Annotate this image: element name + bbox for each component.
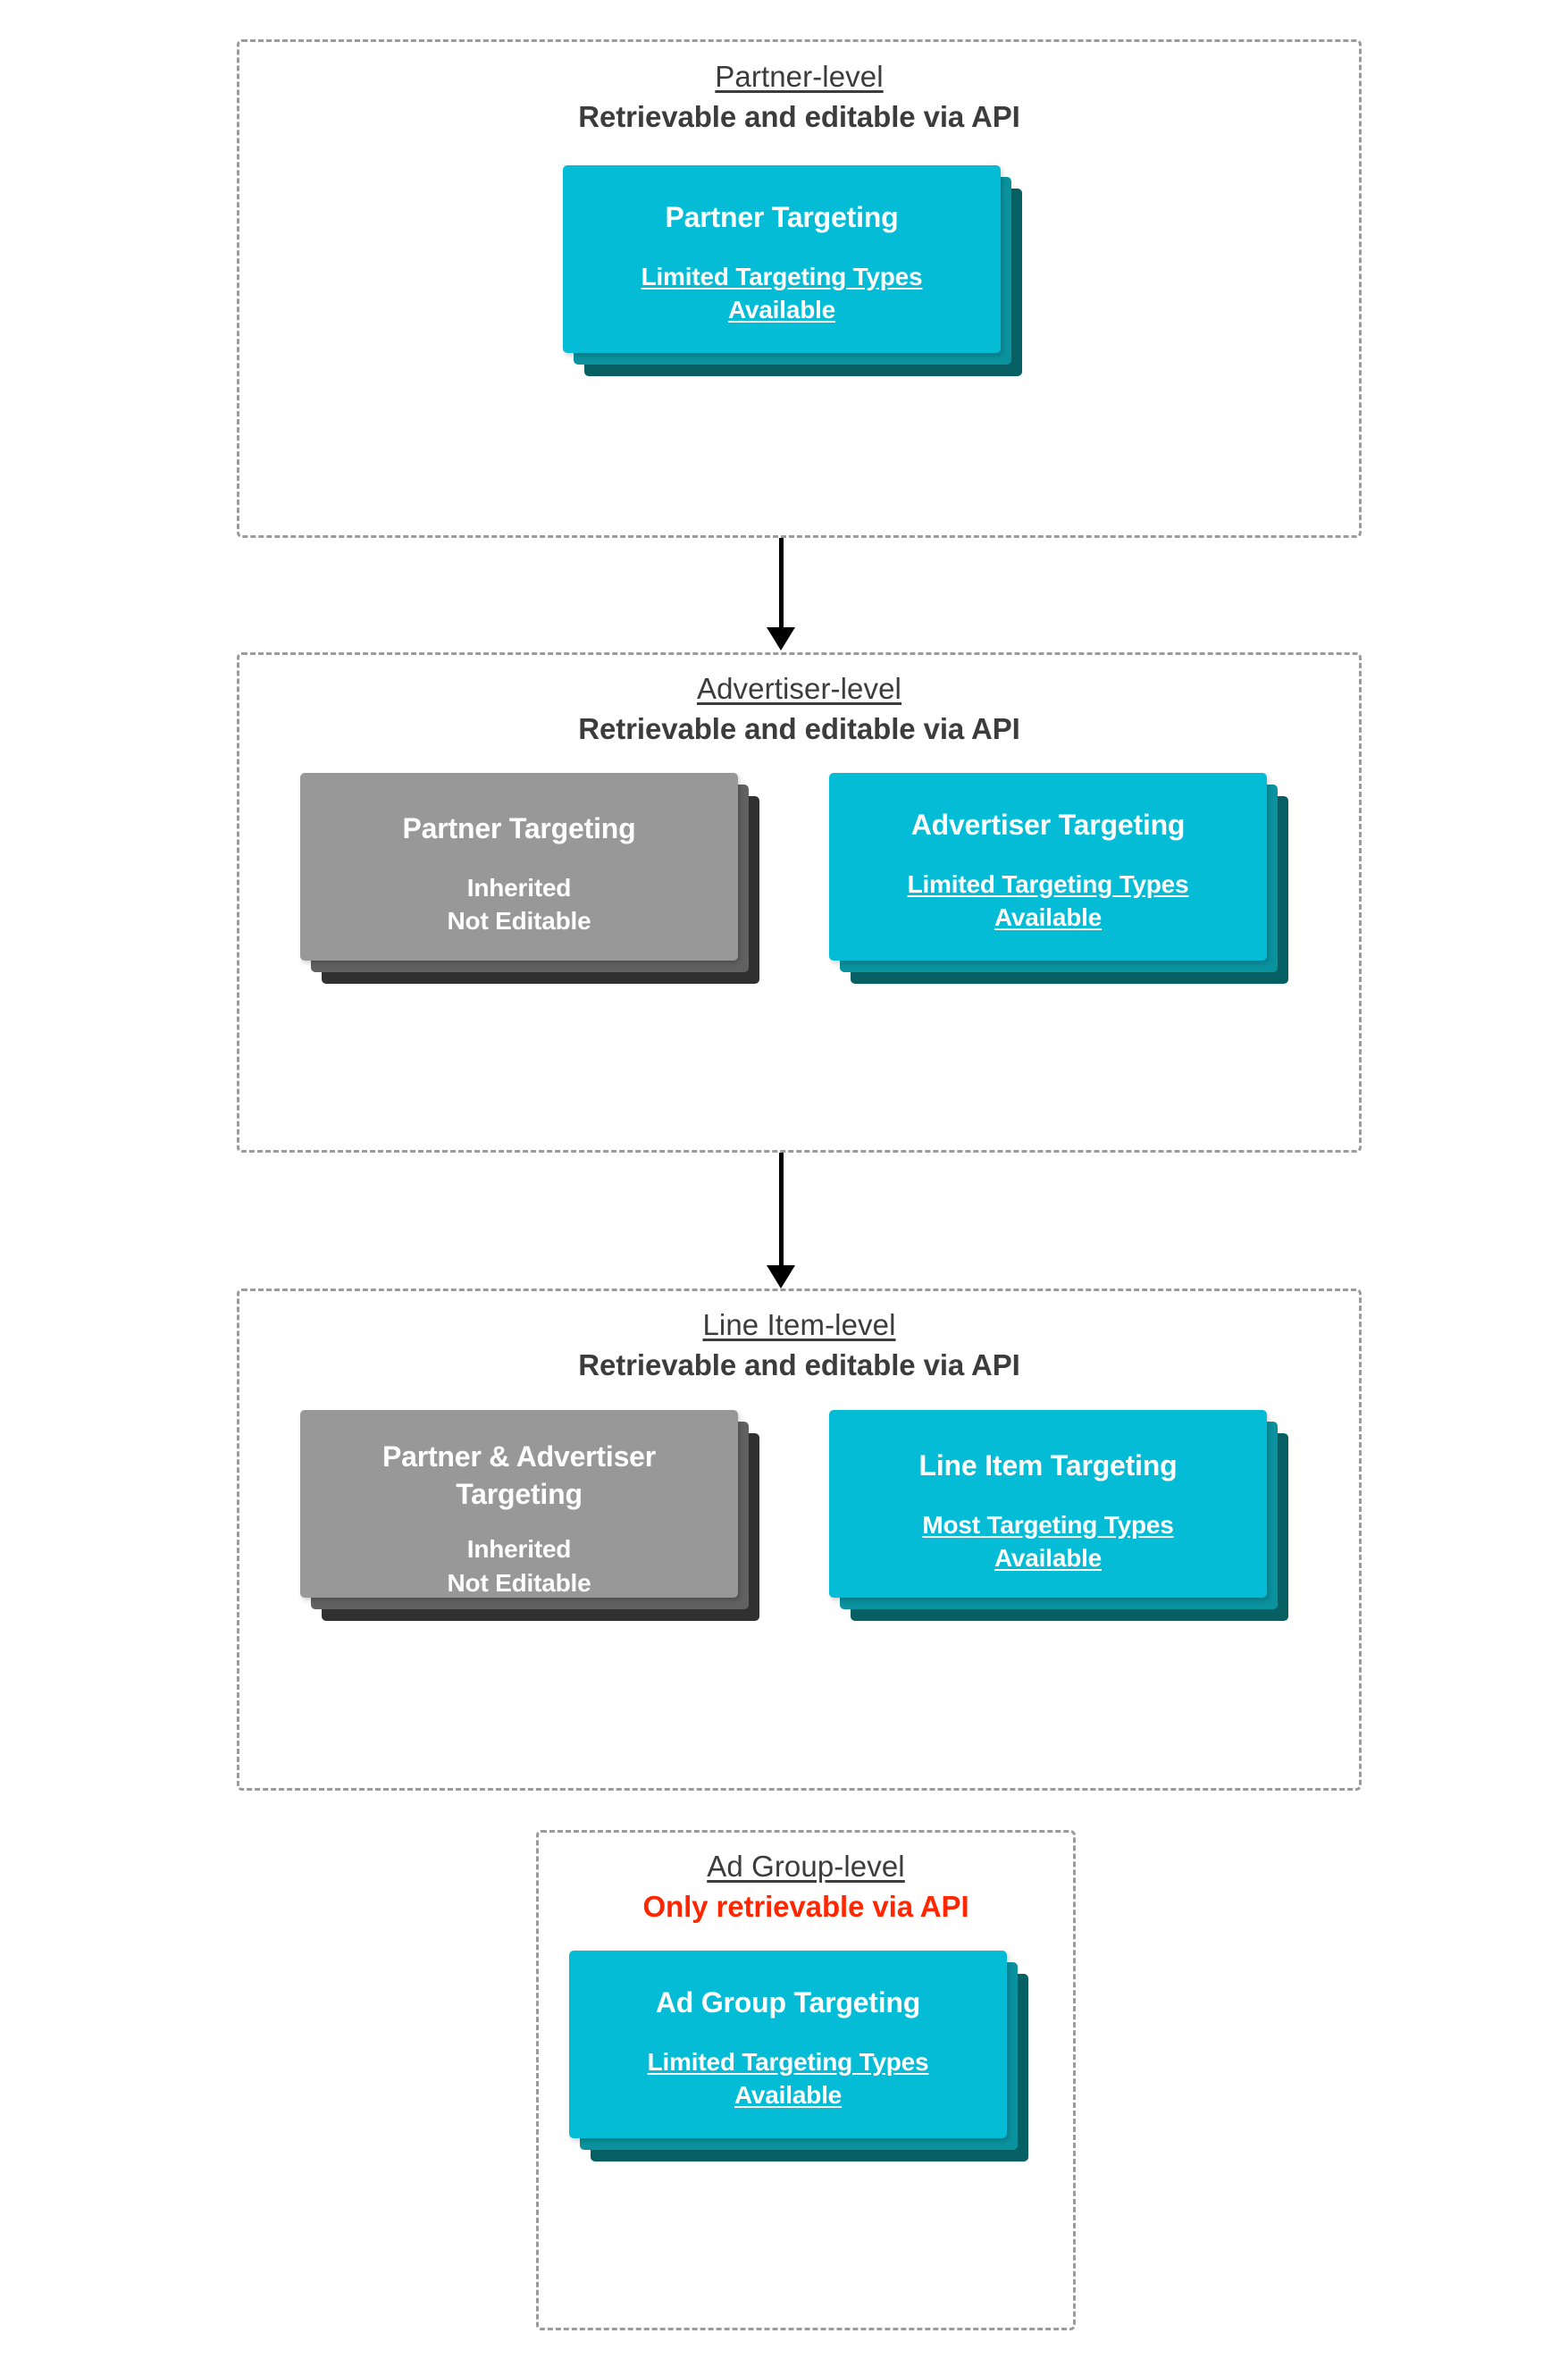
card-front-advertiser-targeting[interactable]: Advertiser Targeting Limited Targeting T… [829,773,1267,961]
card-title: Advertiser Targeting [910,809,1186,841]
arrow-shaft [778,538,784,627]
level-title-advertiser: Advertiser-level [696,672,901,705]
card-subtitle-line2: Available [727,296,836,324]
level-header-partner: Partner-level Retrievable and editable v… [239,58,1359,135]
card-title: Partner & Advertiser Targeting [382,1440,657,1510]
level-box-line-item: Line Item-level Retrievable and editable… [237,1288,1362,1791]
level-title-partner: Partner-level [715,60,884,93]
level-title-line-item: Line Item-level [702,1308,896,1341]
card-subtitle-line1: Limited Targeting Types [641,262,923,290]
level-access-partner: Retrievable and editable via API [578,99,1020,133]
card-subtitle-line2: Not Editable [447,907,591,936]
level-access-ad-group: Only retrievable via API [642,1889,969,1923]
card-front-ad-group-targeting[interactable]: Ad Group Targeting Limited Targeting Typ… [569,1951,1007,2138]
arrow-head-icon [767,627,795,651]
level-header-advertiser: Advertiser-level Retrievable and editabl… [239,670,1359,747]
level-title-ad-group: Ad Group-level [707,1850,905,1883]
card-stack-line-item-targeting[interactable]: Line Item Targeting Most Targeting Types… [829,1410,1303,1651]
card-title: Partner Targeting [665,201,899,233]
card-subtitle-line1: Inherited [466,873,572,902]
card-subtitle-line1: Limited Targeting Types [647,2047,929,2076]
level-header-ad-group: Ad Group-level Only retrievable via API [539,1848,1073,1925]
arrow-shaft [778,1153,784,1265]
arrow-partner-to-advertiser [767,538,795,651]
card-subtitle-line1: Most Targeting Types [922,1510,1174,1539]
card-stack-advertiser-targeting[interactable]: Advertiser Targeting Limited Targeting T… [829,773,1303,1014]
card-subtitle-line2: Not Editable [447,1568,591,1597]
card-title: Partner Targeting [402,812,636,844]
card-front-inherited-partner-advertiser-targeting[interactable]: Partner & Advertiser Targeting Inherited… [300,1410,738,1598]
arrow-head-icon [767,1265,795,1288]
card-subtitle-line1: Limited Targeting Types [907,869,1189,898]
level-box-ad-group: Ad Group-level Only retrievable via API … [536,1830,1076,2330]
card-title: Line Item Targeting [918,1449,1178,1481]
level-access-advertiser: Retrievable and editable via API [578,711,1020,745]
card-title: Ad Group Targeting [655,1986,921,2019]
card-subtitle-line2: Available [994,903,1103,932]
level-box-advertiser: Advertiser-level Retrievable and editabl… [237,652,1362,1153]
level-header-line-item: Line Item-level Retrievable and editable… [239,1306,1359,1383]
card-front-inherited-partner-targeting[interactable]: Partner Targeting Inherited Not Editable [300,773,738,961]
arrow-advertiser-to-line-item [767,1153,795,1288]
card-stack-ad-group-targeting[interactable]: Ad Group Targeting Limited Targeting Typ… [569,1951,1043,2187]
level-access-line-item: Retrievable and editable via API [578,1347,1020,1381]
level-box-partner: Partner-level Retrievable and editable v… [237,39,1362,538]
card-stack-partner-targeting[interactable]: Partner Targeting Limited Targeting Type… [563,165,1036,393]
card-subtitle-line1: Inherited [466,1535,572,1564]
card-front-partner-targeting[interactable]: Partner Targeting Limited Targeting Type… [563,165,1001,353]
card-subtitle-line2: Available [994,1544,1103,1573]
card-stack-inherited-partner-advertiser-targeting[interactable]: Partner & Advertiser Targeting Inherited… [300,1410,774,1651]
card-front-line-item-targeting[interactable]: Line Item Targeting Most Targeting Types… [829,1410,1267,1598]
card-stack-inherited-partner-targeting[interactable]: Partner Targeting Inherited Not Editable [300,773,774,1014]
card-subtitle-line2: Available [734,2081,843,2110]
